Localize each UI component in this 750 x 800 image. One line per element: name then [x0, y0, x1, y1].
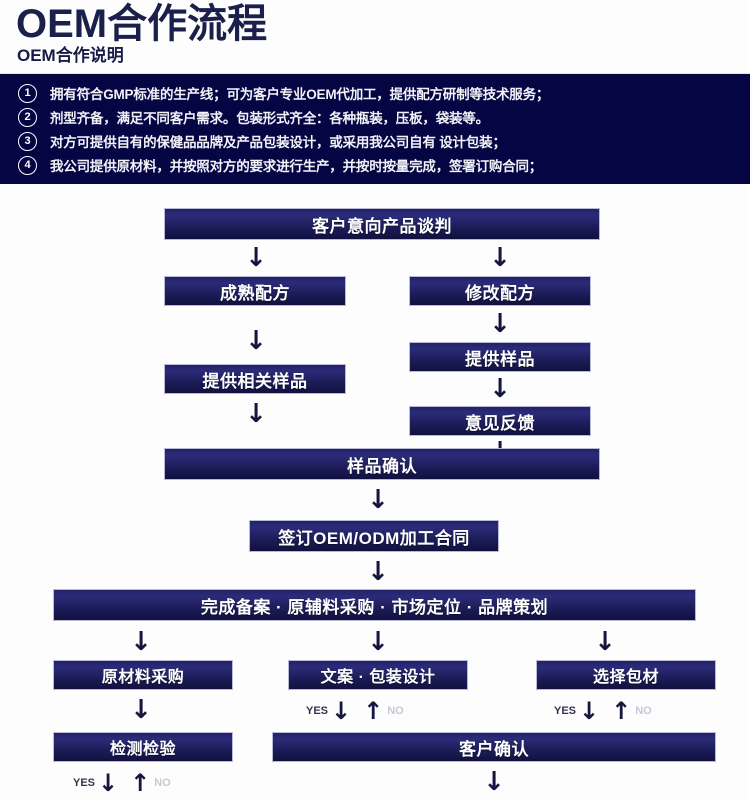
yes-no-group-copy-packaging: YES ↓ ↑ NO	[306, 699, 404, 723]
flow-box-inspection[interactable]: 检测检验	[53, 732, 233, 762]
note-item-1: 1 拥有符合GMP标准的生产线；可为客户专业OEM代加工，提供配方研制等技术服务…	[18, 83, 549, 103]
arrow-up-icon: ↑	[611, 697, 632, 725]
page-subtitle: OEM合作说明	[17, 46, 124, 65]
arrow-down-icon: ↓	[331, 697, 352, 725]
yes-label: YES	[306, 705, 329, 717]
arrow-up-icon: ↑	[130, 769, 151, 797]
flow-box-sample-confirm[interactable]: 样品确认	[164, 448, 600, 480]
arrow-down-icon: ↓	[367, 485, 389, 515]
arrow-down-icon: ↓	[130, 695, 152, 725]
flow-box-negotiation[interactable]: 客户意向产品谈判	[164, 208, 600, 240]
note-item-3: 3 对方可提供自有的保健品品牌及产品包装设计，或采用我公司自有 设计包装；	[18, 131, 506, 151]
arrow-down-icon: ↓	[245, 399, 267, 429]
note-text: 我公司提供原材料，并按照对方的要求进行生产，并按时按量完成，签署订购合同；	[50, 159, 543, 174]
flow-box-choose-packing[interactable]: 选择包材	[536, 660, 716, 690]
no-label: NO	[635, 705, 652, 717]
arrow-down-icon: ↓	[245, 243, 267, 273]
note-text: 对方可提供自有的保健品品牌及产品包装设计，或采用我公司自有 设计包装；	[50, 135, 506, 150]
arrow-down-icon: ↓	[483, 767, 505, 797]
arrow-down-icon: ↓	[489, 243, 511, 273]
no-label: NO	[154, 777, 171, 789]
note-item-2: 2 剂型齐备，满足不同客户需求。包装形式齐全：各种瓶装，压板，袋装等。	[18, 107, 489, 127]
note-number-badge: 4	[18, 155, 37, 175]
flow-box-mature-formula[interactable]: 成熟配方	[164, 276, 346, 306]
yes-label: YES	[554, 705, 577, 717]
arrow-down-icon: ↓	[594, 627, 616, 657]
flow-box-sign-contract[interactable]: 签订OEM/ODM加工合同	[249, 520, 499, 552]
arrow-down-icon: ↓	[367, 557, 389, 587]
notes-panel: 1 拥有符合GMP标准的生产线；可为客户专业OEM代加工，提供配方研制等技术服务…	[0, 73, 750, 184]
note-item-4: 4 我公司提供原材料，并按照对方的要求进行生产，并按时按量完成，签署订购合同；	[18, 155, 542, 175]
flow-box-provide-related-sample[interactable]: 提供相关样品	[164, 364, 346, 394]
flow-box-filing-row[interactable]: 完成备案 · 原辅料采购 · 市场定位 · 品牌策划	[53, 589, 696, 621]
no-label: NO	[387, 705, 404, 717]
page-header: OEM合作流程 OEM合作说明	[0, 0, 750, 73]
note-number-badge: 3	[18, 131, 37, 151]
flow-box-copy-packaging[interactable]: 文案 · 包装设计	[288, 660, 468, 690]
flow-box-raw-material[interactable]: 原材料采购	[53, 660, 233, 690]
arrow-down-icon: ↓	[579, 697, 600, 725]
note-text: 拥有符合GMP标准的生产线；可为客户专业OEM代加工，提供配方研制等技术服务；	[50, 87, 550, 102]
flow-box-feedback[interactable]: 意见反馈	[409, 406, 591, 436]
flowchart: 客户意向产品谈判 ↓ ↓ 成熟配方 修改配方 ↓ 提供样品 ↓ 提供相关样品 ↓…	[0, 183, 750, 800]
page-title: OEM合作流程	[16, 2, 268, 46]
arrow-down-icon: ↓	[245, 326, 267, 356]
yes-no-group-choose-packing: YES ↓ ↑ NO	[554, 699, 652, 723]
flow-box-customer-confirm[interactable]: 客户确认	[272, 732, 716, 762]
arrow-down-icon: ↓	[367, 627, 389, 657]
note-number-badge: 2	[18, 107, 37, 127]
arrow-down-icon: ↓	[489, 374, 511, 404]
arrow-down-icon: ↓	[489, 309, 511, 339]
flow-box-provide-sample[interactable]: 提供样品	[409, 342, 591, 372]
yes-no-group-inspection: YES ↓ ↑ NO	[73, 771, 171, 795]
arrow-down-icon: ↓	[98, 769, 119, 797]
arrow-down-icon: ↓	[130, 627, 152, 657]
note-text: 剂型齐备，满足不同客户需求。包装形式齐全：各种瓶装，压板，袋装等。	[50, 111, 489, 126]
arrow-up-icon: ↑	[363, 697, 384, 725]
yes-label: YES	[73, 777, 96, 789]
note-number-badge: 1	[18, 83, 37, 103]
flow-box-modify-formula[interactable]: 修改配方	[409, 276, 591, 306]
